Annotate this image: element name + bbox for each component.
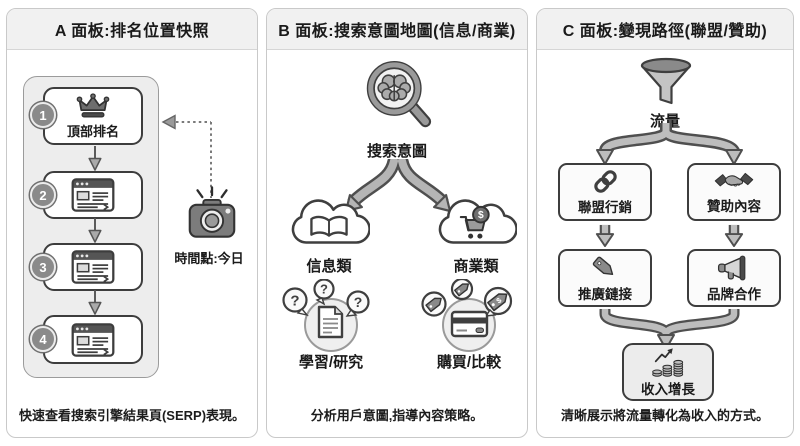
- price-tag-icon: [592, 256, 614, 275]
- rank-badge-3: 3: [30, 254, 56, 280]
- serp-rank-item-1: 頂部排名: [43, 87, 143, 145]
- serp-rank-item-4: [43, 315, 143, 364]
- rank-badge-2: 2: [30, 182, 56, 208]
- learn-research-label: 學習/研究: [298, 354, 364, 371]
- serp-window-icon: [71, 250, 115, 284]
- cloud-informational: [291, 199, 370, 244]
- panel-c-caption: 清晰展示將流量轉化為收入的方式。: [560, 408, 769, 423]
- funnel-icon: [640, 57, 692, 105]
- svg-text:$: $: [478, 210, 484, 221]
- brand-collab-label: 品牌合作: [707, 286, 761, 302]
- affiliate-marketing-label: 聯盟行銷: [578, 200, 632, 215]
- book-icon: [310, 215, 348, 237]
- serp-rank-item-2: [43, 171, 143, 219]
- credit-card-tags-icon: $: [421, 279, 513, 352]
- chain-link-icon: [593, 170, 617, 193]
- serp-window-icon: [71, 322, 115, 357]
- panel-b-title: B 面板:搜索意圖地圖(信息/商業): [278, 23, 516, 40]
- serp-item-label: 頂部排名: [66, 123, 119, 139]
- traffic-split-arrows-icon: [596, 123, 743, 165]
- panel-b-header: B 面板:搜索意圖地圖(信息/商業): [267, 9, 527, 50]
- promo-link-box: 推廣鏈接: [558, 249, 652, 307]
- panel-a: A 面板:排名位置快照 頂部排名 1: [6, 8, 258, 438]
- buy-compare-label: 購買/比較: [436, 354, 502, 371]
- svg-text:?: ?: [354, 294, 363, 310]
- sponsored-content-label: 贊助內容: [707, 199, 761, 214]
- brand-collab-box: 品牌合作: [687, 249, 781, 307]
- panel-c: C 面板:變現路徑(聯盟/贊助) 流量 聯盟行銷 贊助內容: [536, 8, 794, 438]
- panel-b: B 面板:搜索意圖地圖(信息/商業) 搜索意圖 信息類: [266, 8, 528, 438]
- svg-text:?: ?: [290, 293, 299, 310]
- svg-text:?: ?: [320, 282, 328, 297]
- down-arrow-icon: [595, 224, 615, 247]
- credit-card-icon: [450, 310, 489, 338]
- panel-a-caption: 快速查看搜索引擎結果頁(SERP)表現。: [18, 408, 246, 423]
- document-icon: [317, 305, 344, 339]
- svg-text:$: $: [494, 295, 503, 305]
- price-tag-bubble-icon: $: [421, 279, 513, 317]
- search-intent-label: 搜索意圖: [366, 143, 427, 160]
- panel-c-header: C 面板:變現路徑(聯盟/贊助): [537, 9, 793, 50]
- commercial-label: 商業類: [453, 258, 499, 275]
- camera-icon: [188, 186, 236, 238]
- sponsored-content-box: 贊助內容: [687, 163, 781, 221]
- revenue-growth-label: 收入增長: [641, 381, 695, 397]
- panel-a-title: A 面板:排名位置快照: [54, 23, 210, 40]
- megaphone-icon: [717, 255, 746, 280]
- question-bubble-icon: ? ? ?: [282, 279, 370, 317]
- crown-icon: [76, 92, 110, 118]
- traffic-label: 流量: [649, 113, 680, 130]
- panel-b-caption: 分析用戶意圖,指導內容策略。: [310, 408, 484, 423]
- cart-icon: $: [459, 205, 490, 239]
- serp-window-icon: [71, 178, 115, 212]
- handshake-icon: [714, 172, 754, 187]
- rank-badge-1: 1: [30, 102, 56, 128]
- panel-a-header: A 面板:排名位置快照: [7, 9, 257, 50]
- merge-arrows-icon: [599, 309, 740, 350]
- informational-label: 信息類: [306, 258, 352, 275]
- serp-rank-item-3: [43, 243, 143, 291]
- coins-growth-icon: [652, 347, 684, 377]
- panel-c-title: C 面板:變現路徑(聯盟/贊助): [562, 23, 768, 40]
- rank-badge-4: 4: [30, 326, 56, 352]
- revenue-growth-box: 收入增長: [622, 343, 714, 401]
- flow-arrow-down-icon: [88, 290, 102, 315]
- camera-label: 時間點:今日: [174, 251, 244, 266]
- flow-arrow-down-icon: [88, 218, 102, 243]
- serp-flow-container: 頂部排名 1 2: [23, 76, 159, 378]
- affiliate-marketing-box: 聯盟行銷: [558, 163, 652, 221]
- intent-branch-arrows-icon: [344, 159, 452, 213]
- cloud-commercial: $: [438, 199, 517, 244]
- flow-arrow-down-icon: [88, 146, 102, 171]
- down-arrow-icon: [724, 224, 744, 247]
- magnifier-brain-icon: [366, 60, 432, 128]
- document-questions-icon: ? ? ?: [282, 279, 370, 352]
- promo-link-label: 推廣鏈接: [578, 286, 632, 302]
- snapshot-pointer-dotted-arrow-icon: [161, 114, 212, 198]
